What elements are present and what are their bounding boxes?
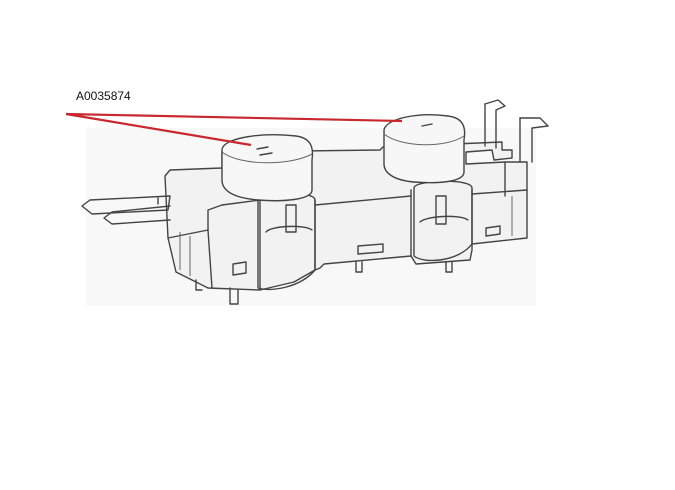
part-number-label: A0035874 [76, 89, 131, 103]
left-knob [221, 134, 314, 202]
leader-lines [65, 112, 403, 147]
leader-line-left-knob [65, 112, 252, 147]
leader-line-right-knob [65, 112, 403, 123]
right-knob [383, 114, 466, 184]
